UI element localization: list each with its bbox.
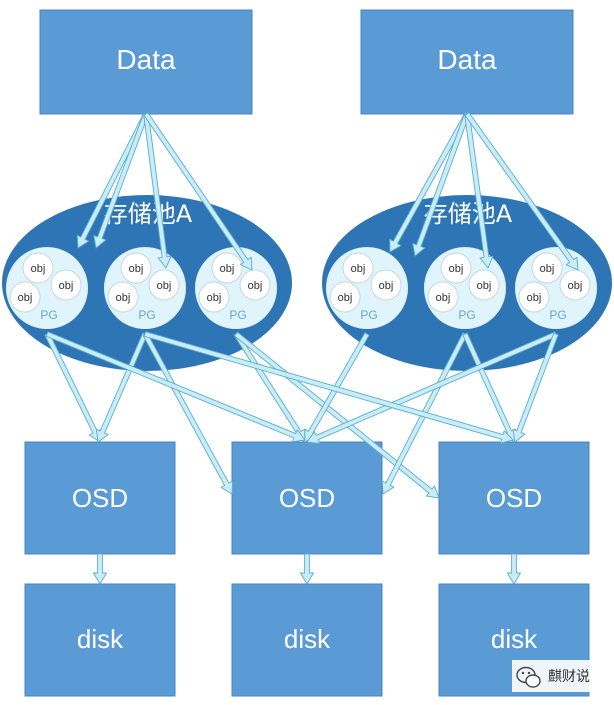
osd-node-box bbox=[438, 441, 590, 555]
object-label: obj bbox=[351, 263, 366, 275]
disk-node-label: disk bbox=[77, 624, 124, 654]
object-label: obj bbox=[338, 292, 353, 304]
object-label: obj bbox=[379, 280, 394, 292]
object-circle bbox=[211, 252, 243, 284]
pool-label: 存储池A bbox=[424, 200, 513, 228]
object-label: obj bbox=[527, 292, 542, 304]
connector-arrow bbox=[45, 331, 306, 443]
object-label: obj bbox=[248, 280, 263, 292]
object-label: obj bbox=[540, 263, 555, 275]
pool-label: 存储池A bbox=[104, 200, 193, 228]
connector-arrow bbox=[142, 332, 233, 495]
connector-arrow bbox=[93, 112, 149, 249]
connector-arrow bbox=[143, 113, 172, 269]
object-circle bbox=[427, 281, 459, 313]
data-node-box bbox=[360, 9, 574, 115]
connector-arrow bbox=[464, 113, 494, 269]
object-circle bbox=[107, 281, 139, 313]
connector-arrow bbox=[300, 553, 314, 585]
object-label: obj bbox=[157, 280, 172, 292]
object-circle bbox=[342, 252, 374, 284]
object-circle bbox=[198, 281, 230, 313]
object-label: obj bbox=[18, 292, 33, 304]
object-circle bbox=[559, 269, 591, 301]
osd-node-label: OSD bbox=[72, 483, 128, 513]
data-node-label: Data bbox=[116, 44, 176, 75]
watermark: 麒财说 bbox=[512, 660, 608, 692]
connector-arrow bbox=[512, 332, 559, 443]
osd-node-label: OSD bbox=[486, 483, 542, 513]
object-label: obj bbox=[207, 292, 222, 304]
disk-node-box bbox=[24, 583, 176, 697]
connector-arrow bbox=[143, 112, 253, 271]
object-label: obj bbox=[449, 263, 464, 275]
osd-node-box bbox=[231, 441, 383, 555]
pg-label: PG bbox=[360, 308, 377, 322]
object-label: obj bbox=[129, 263, 144, 275]
object-label: obj bbox=[31, 263, 46, 275]
connector-arrow bbox=[464, 112, 579, 271]
object-circle bbox=[239, 269, 271, 301]
object-circle bbox=[50, 269, 82, 301]
object-label: obj bbox=[436, 292, 451, 304]
pg-label: PG bbox=[40, 308, 57, 322]
data-node-label: Data bbox=[437, 44, 497, 75]
disk-node-label: disk bbox=[284, 624, 331, 654]
object-circle bbox=[148, 269, 180, 301]
object-circle bbox=[440, 252, 472, 284]
object-label: obj bbox=[59, 280, 74, 292]
pg-label: PG bbox=[458, 308, 475, 322]
pg-label: PG bbox=[229, 308, 246, 322]
connector-arrow bbox=[306, 331, 558, 445]
connector-arrow bbox=[412, 112, 470, 257]
object-label: obj bbox=[116, 292, 131, 304]
connector-arrow bbox=[93, 553, 107, 585]
pg-label: PG bbox=[138, 308, 155, 322]
object-circle bbox=[9, 281, 41, 313]
disk-node-box bbox=[231, 583, 383, 697]
watermark-label: 麒财说 bbox=[548, 669, 590, 685]
object-circle bbox=[531, 252, 563, 284]
object-circle bbox=[329, 281, 361, 313]
connector-arrow bbox=[95, 332, 148, 443]
object-circle bbox=[518, 281, 550, 313]
wechat-icon bbox=[516, 666, 541, 688]
object-label: obj bbox=[477, 280, 492, 292]
object-label: obj bbox=[220, 263, 235, 275]
object-circle bbox=[22, 252, 54, 284]
object-circle bbox=[370, 269, 402, 301]
connector-arrow bbox=[507, 553, 521, 585]
connector-arrow bbox=[143, 331, 514, 444]
pg-label: PG bbox=[549, 308, 566, 322]
osd-node-box bbox=[24, 441, 176, 555]
osd-node-label: OSD bbox=[279, 483, 335, 513]
object-circle bbox=[468, 269, 500, 301]
disk-node-label: disk bbox=[491, 624, 538, 654]
object-circle bbox=[120, 252, 152, 284]
object-label: obj bbox=[568, 280, 583, 292]
data-node-box bbox=[39, 9, 253, 115]
